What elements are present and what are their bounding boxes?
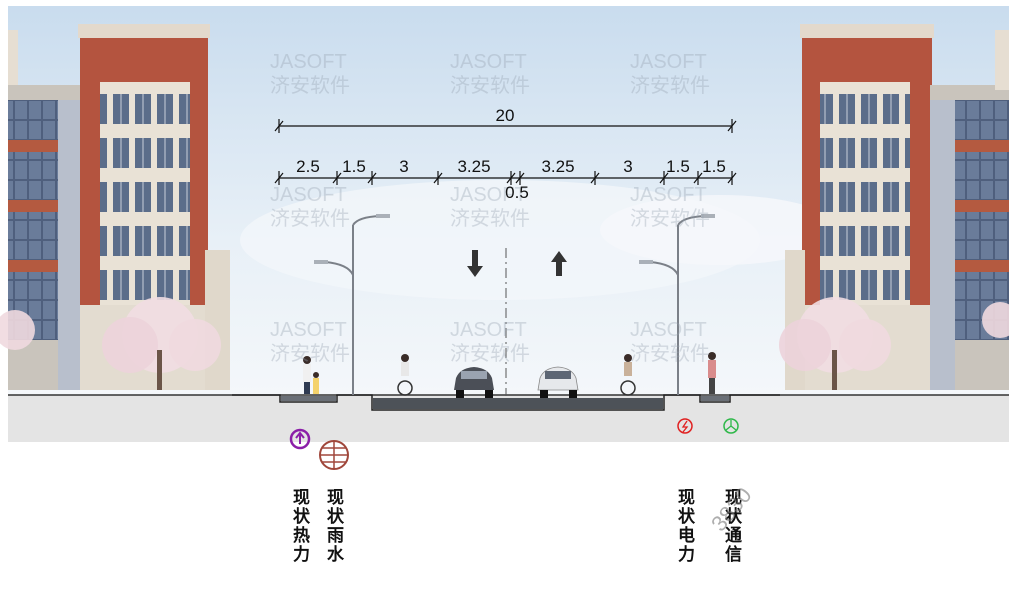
road-profile	[232, 394, 780, 411]
cloud	[600, 195, 840, 265]
segment-label: 2.5	[296, 157, 320, 176]
segment-label: 1.5	[666, 157, 690, 176]
carriageway-pavement	[373, 398, 663, 409]
up-arrow-icon	[551, 251, 567, 276]
segment-dimension-line	[274, 171, 737, 185]
segment-label: 3	[623, 157, 633, 176]
down-arrow-icon	[467, 250, 483, 277]
segment-label: 3.25	[541, 157, 575, 176]
right-pedestrian	[708, 352, 716, 394]
lamp-head	[701, 214, 715, 218]
right-sidewalk-strip	[701, 396, 729, 401]
segment-label: 0.5	[505, 183, 529, 202]
segment-label: 1.5	[702, 157, 726, 176]
left-pedestrians	[303, 356, 319, 394]
right-cyclist	[620, 354, 636, 396]
left-building	[8, 24, 230, 390]
lamp-head	[376, 214, 390, 218]
left-cyclist	[397, 354, 413, 396]
segment-label: 3	[399, 157, 409, 176]
lamp-head	[314, 260, 328, 264]
rain-pipe-label: 现状雨水	[323, 488, 343, 564]
segment-label: 1.5	[342, 157, 366, 176]
left-car	[454, 367, 494, 398]
total-width-label: 20	[495, 106, 515, 125]
power-pipe-icon	[677, 418, 693, 434]
power-pipe-label: 现状电力	[674, 488, 694, 564]
segment-label: 3.25	[457, 157, 491, 176]
left-cherry-tree	[0, 297, 221, 390]
right-car	[537, 366, 579, 398]
heat-pipe-icon	[289, 428, 311, 450]
left-sidewalk-strip	[281, 396, 336, 401]
comm-pipe-label: 现状通信	[721, 488, 741, 564]
comm-pipe-icon	[723, 418, 739, 434]
heat-pipe-label: 现状热力	[289, 488, 309, 564]
total-dimension-line	[274, 119, 737, 133]
rain-pipe-icon	[319, 440, 349, 470]
lamp-head	[639, 260, 653, 264]
right-cherry-tree	[779, 297, 1009, 390]
